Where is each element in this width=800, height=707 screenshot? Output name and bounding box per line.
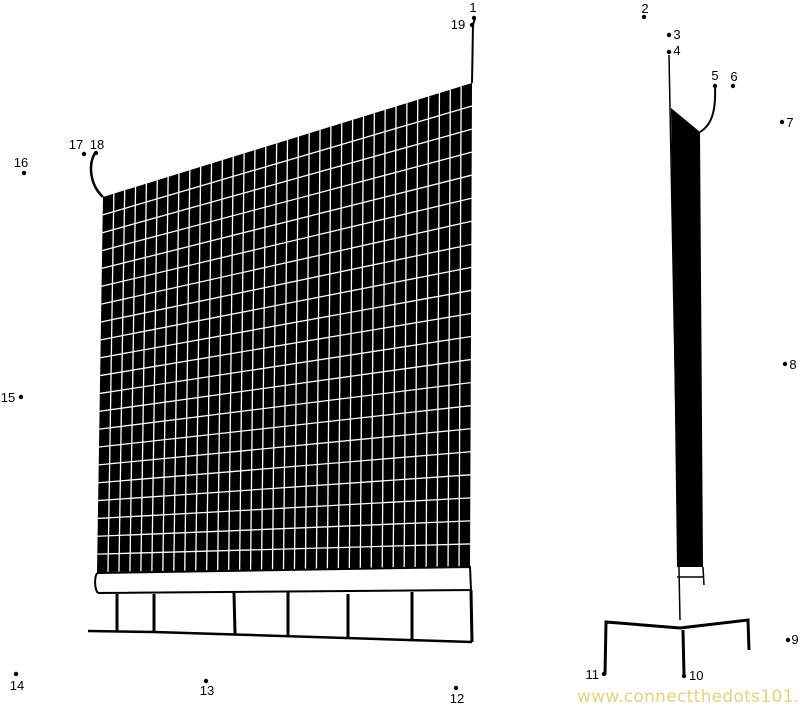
dot-14[interactable] xyxy=(13,671,19,677)
dot-19[interactable] xyxy=(469,22,475,28)
dot-4[interactable] xyxy=(666,49,672,55)
dot-label-15: 15 xyxy=(1,390,15,405)
roof-hook-right xyxy=(699,86,717,133)
dot-label-11: 11 xyxy=(586,667,600,682)
dot-5[interactable] xyxy=(712,83,718,89)
base-slab xyxy=(94,565,473,595)
dot-13[interactable] xyxy=(203,678,209,684)
pilotis xyxy=(115,589,474,643)
dot-label-1: 1 xyxy=(469,0,476,15)
roof-hook-left xyxy=(89,152,104,198)
dot-7[interactable] xyxy=(779,119,785,125)
dot-label-14: 14 xyxy=(10,678,24,693)
dot-10[interactable] xyxy=(681,673,687,679)
side-base-frame xyxy=(603,618,751,676)
side-facade xyxy=(671,108,703,567)
dot-label-12: 12 xyxy=(450,691,464,706)
dot-6[interactable] xyxy=(730,83,736,89)
facade xyxy=(97,83,472,572)
dot-15[interactable] xyxy=(18,394,24,400)
dot-2[interactable] xyxy=(641,14,647,20)
dot-label-6: 6 xyxy=(730,69,737,84)
side-building xyxy=(603,54,751,677)
dot-1[interactable] xyxy=(471,15,477,21)
dot-18[interactable] xyxy=(93,150,99,156)
dot-label-16: 16 xyxy=(14,155,28,170)
dot-16[interactable] xyxy=(21,170,27,176)
dot-label-4: 4 xyxy=(673,43,680,58)
dot-8[interactable] xyxy=(782,361,788,367)
dot-label-3: 3 xyxy=(673,27,680,42)
dot-label-2: 2 xyxy=(641,1,648,16)
dot-9[interactable] xyxy=(785,637,791,643)
dot-label-5: 5 xyxy=(711,68,718,83)
dot-label-17: 17 xyxy=(69,137,83,152)
dot-3[interactable] xyxy=(666,32,672,38)
window-grid xyxy=(97,86,473,572)
dot-label-18: 18 xyxy=(90,137,104,152)
dot-label-19: 19 xyxy=(451,17,465,32)
dot-label-8: 8 xyxy=(789,357,796,372)
dot-12[interactable] xyxy=(453,685,459,691)
dot-17[interactable] xyxy=(81,151,87,157)
watermark: www.connectthedots101.com xyxy=(577,687,800,707)
main-building xyxy=(87,16,476,644)
dot-label-10: 10 xyxy=(689,668,703,683)
dot-label-9: 9 xyxy=(791,632,798,647)
dot-label-13: 13 xyxy=(200,683,214,698)
dot-11[interactable] xyxy=(601,671,607,677)
dot-label-7: 7 xyxy=(786,115,793,130)
ground-line xyxy=(87,629,473,644)
